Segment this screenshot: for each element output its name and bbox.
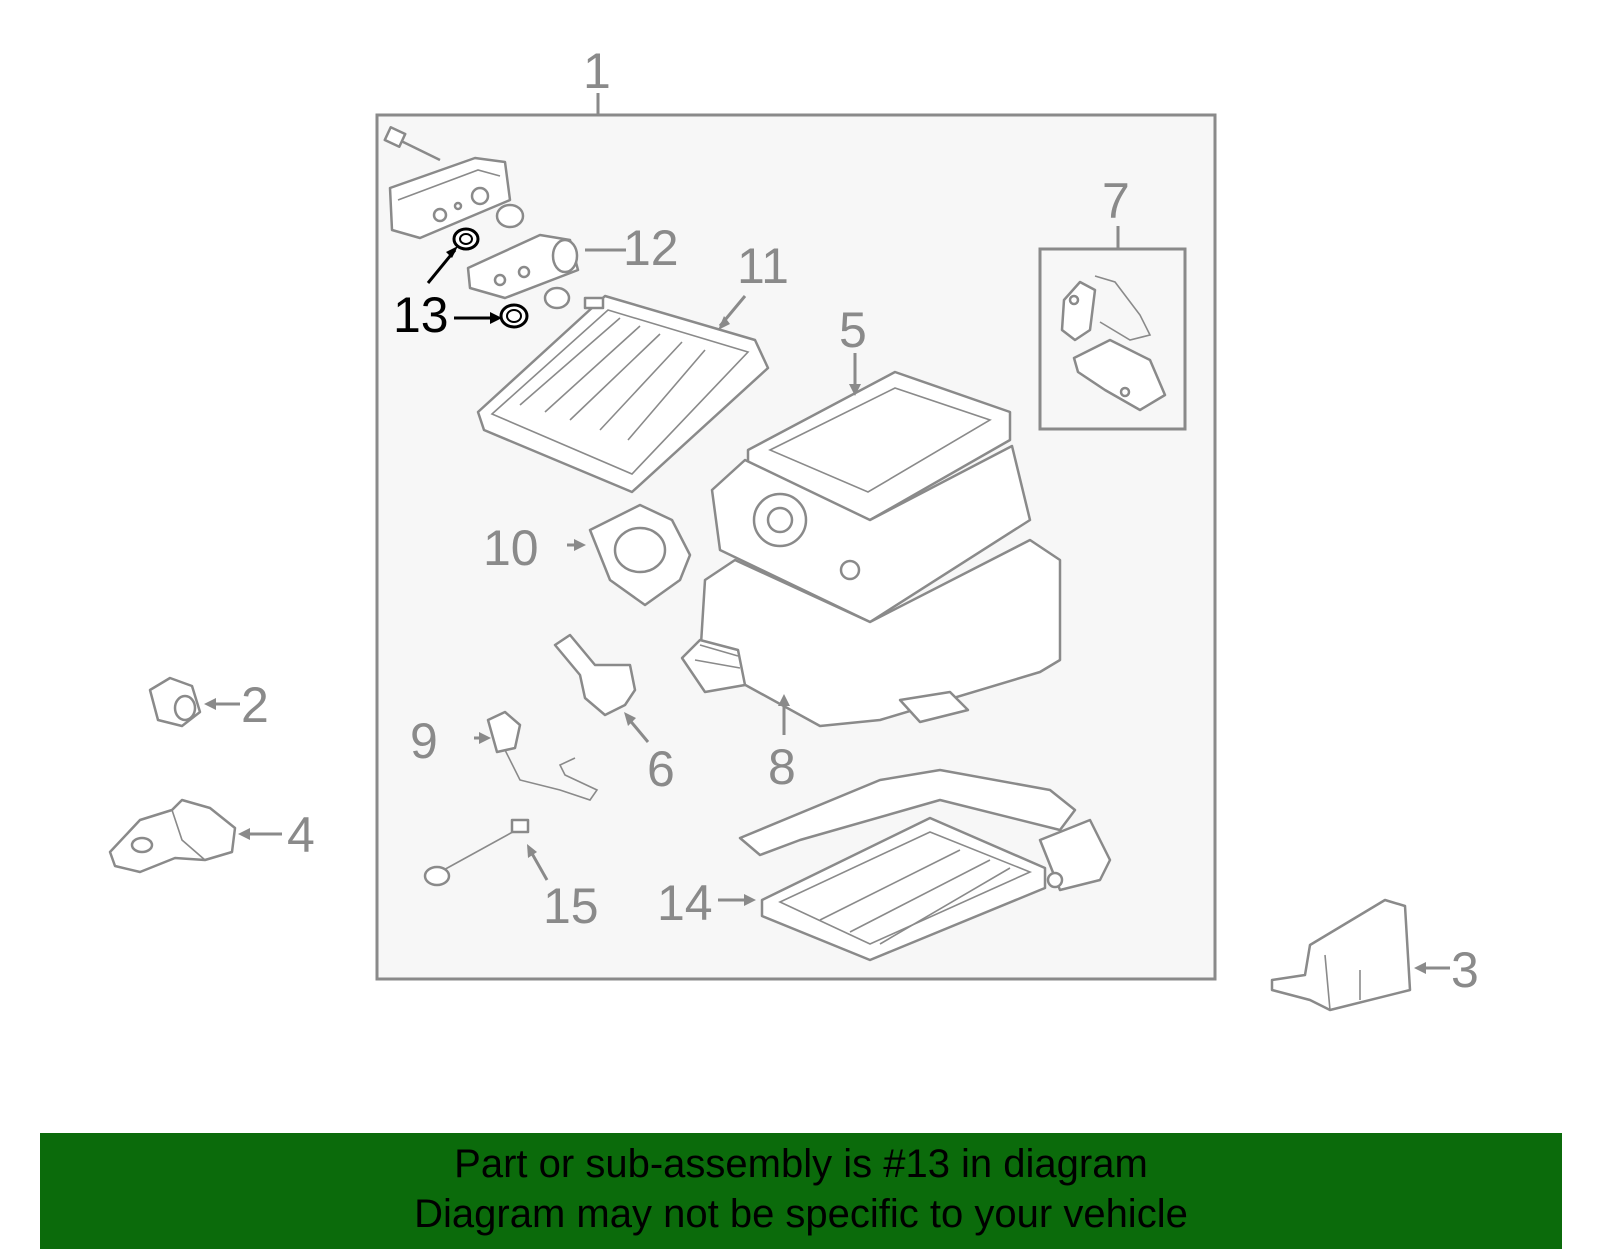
callout-12: 12 (623, 220, 679, 276)
clip-nut (148, 676, 202, 728)
callout-5: 5 (839, 302, 867, 358)
o-ring-upper (452, 227, 480, 251)
info-banner: Part or sub-assembly is #13 in diagram D… (40, 1133, 1562, 1249)
lower-case (680, 538, 1062, 728)
temp-sensor (423, 818, 530, 887)
banner-line-2: Diagram may not be specific to your vehi… (414, 1192, 1188, 1236)
callout-1: 1 (583, 43, 611, 99)
valve-block (388, 156, 525, 240)
upper-case (710, 370, 1032, 624)
door-lever (1060, 275, 1167, 412)
actuator (553, 633, 637, 717)
callout-15: 15 (543, 878, 599, 934)
callout-13: 13 (393, 287, 449, 343)
callout-14: 14 (657, 875, 713, 931)
callout-11: 11 (737, 238, 789, 294)
callout-2: 2 (241, 677, 269, 733)
sub-box-7 (1038, 247, 1187, 431)
callout-4: 4 (287, 807, 315, 863)
o-ring-lower (499, 303, 529, 329)
banner-line-1: Part or sub-assembly is #13 in diagram (454, 1142, 1148, 1186)
mount-bracket (108, 798, 237, 874)
callout-7: 7 (1102, 173, 1130, 229)
blower-housing (588, 503, 692, 607)
callout-8: 8 (768, 739, 796, 795)
heater-core (738, 768, 1112, 962)
callout-10: 10 (483, 520, 539, 576)
callout-3: 3 (1451, 942, 1479, 998)
bolt (383, 126, 441, 162)
callout-6: 6 (647, 741, 675, 797)
expansion-valve (466, 233, 580, 310)
duct-cover (1270, 898, 1412, 1012)
evaporator-core (476, 294, 770, 494)
callout-9: 9 (410, 713, 438, 769)
sensor-harness (486, 710, 599, 801)
